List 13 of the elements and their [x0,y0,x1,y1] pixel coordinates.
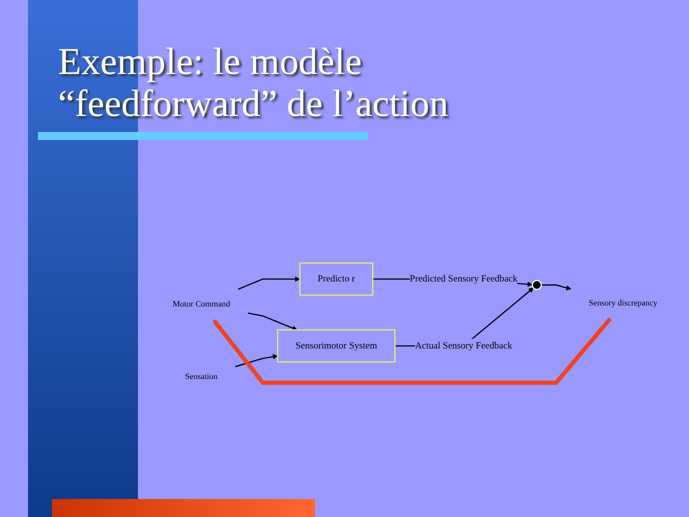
arrow [235,354,278,368]
node-text: Sensation [185,372,218,382]
node-circle [532,280,542,290]
node-text: Sensory discrepancy [588,298,658,308]
edge-label: Actual Sensory Feedback [415,340,512,351]
arrow [238,276,300,290]
node-text: Motor Command [172,300,230,309]
arrow [248,312,298,331]
node-box: Predicto r [299,262,374,296]
edge-label: Predicted Sensory Feedback [410,274,518,284]
arrow [541,284,572,290]
node-box: Sensorimotor System [277,329,396,363]
arrow [212,317,612,385]
